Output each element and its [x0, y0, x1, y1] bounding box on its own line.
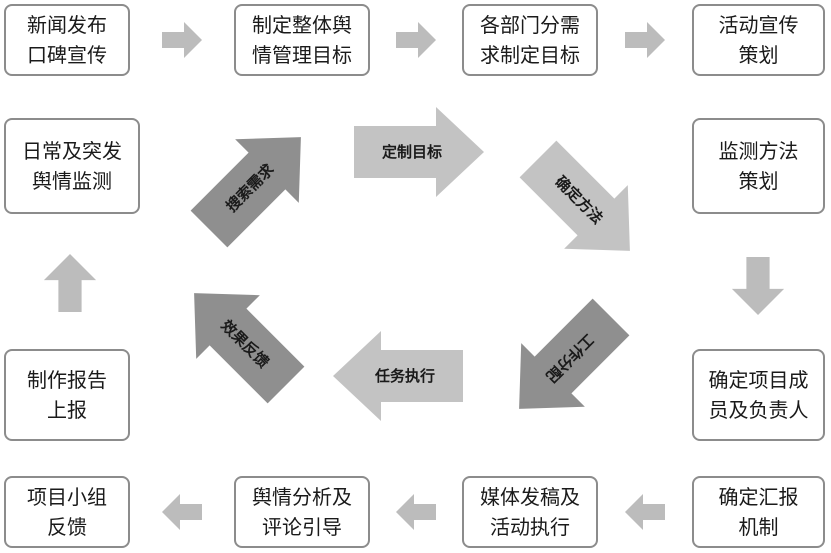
- node-news-release: 新闻发布 口碑宣传: [4, 4, 130, 76]
- node-team-feedback: 项目小组 反馈: [4, 476, 130, 548]
- node-department-goals: 各部门分需 求制定目标: [462, 4, 598, 76]
- cycle-label-set-goals: 定制目标: [382, 143, 442, 161]
- node-label: 各部门分需 求制定目标: [480, 13, 580, 67]
- node-label: 监测方法 策划: [718, 139, 799, 193]
- node-label: 制作报告 上报: [27, 368, 107, 422]
- node-campaign-planning: 活动宣传 策划: [692, 4, 825, 76]
- cycle-arrow-execute-tasks: 任务执行: [333, 331, 463, 421]
- node-team-members: 确定项目成 员及负责人: [692, 349, 825, 441]
- node-label: 日常及突发 舆情监测: [22, 139, 122, 193]
- node-daily-monitoring: 日常及突发 舆情监测: [4, 118, 140, 214]
- node-analysis-guidance: 舆情分析及 评论引导: [234, 476, 370, 548]
- cycle-arrow-search-needs: 搜索需求: [190, 137, 301, 248]
- node-media-execution: 媒体发稿及 活动执行: [462, 476, 598, 548]
- node-label: 制定整体舆 情管理目标: [252, 13, 352, 67]
- node-report: 制作报告 上报: [4, 349, 130, 441]
- flow-arrow-right-2: [396, 22, 436, 58]
- cycle-arrow-set-goals: 定制目标: [354, 107, 484, 197]
- node-label: 新闻发布 口碑宣传: [27, 13, 107, 67]
- node-report-mechanism: 确定汇报 机制: [692, 476, 825, 548]
- cycle-arrow-set-methods: 确定方法: [519, 140, 630, 251]
- node-label: 确定汇报 机制: [718, 485, 799, 539]
- node-label: 确定项目成 员及负责人: [708, 368, 809, 422]
- node-overall-goal: 制定整体舆 情管理目标: [234, 4, 370, 76]
- node-label: 媒体发稿及 活动执行: [480, 485, 580, 539]
- node-label: 舆情分析及 评论引导: [252, 485, 352, 539]
- cycle-label-execute-tasks: 任务执行: [374, 367, 435, 385]
- node-label: 活动宣传 策划: [718, 13, 799, 67]
- flow-arrow-left-1: [625, 494, 665, 530]
- node-label: 项目小组 反馈: [27, 485, 107, 539]
- flow-arrow-right-1: [162, 22, 202, 58]
- cycle-arrow-effect-feedback: 效果反馈: [194, 293, 305, 404]
- flow-arrow-left-2: [396, 494, 436, 530]
- flow-arrow-up: [43, 254, 97, 312]
- flow-arrow-down: [731, 257, 785, 315]
- flow-arrow-left-3: [162, 494, 202, 530]
- flow-arrow-right-3: [625, 22, 665, 58]
- cycle-arrow-assign-work: 工作分配: [519, 298, 630, 409]
- node-monitoring-method: 监测方法 策划: [692, 118, 825, 214]
